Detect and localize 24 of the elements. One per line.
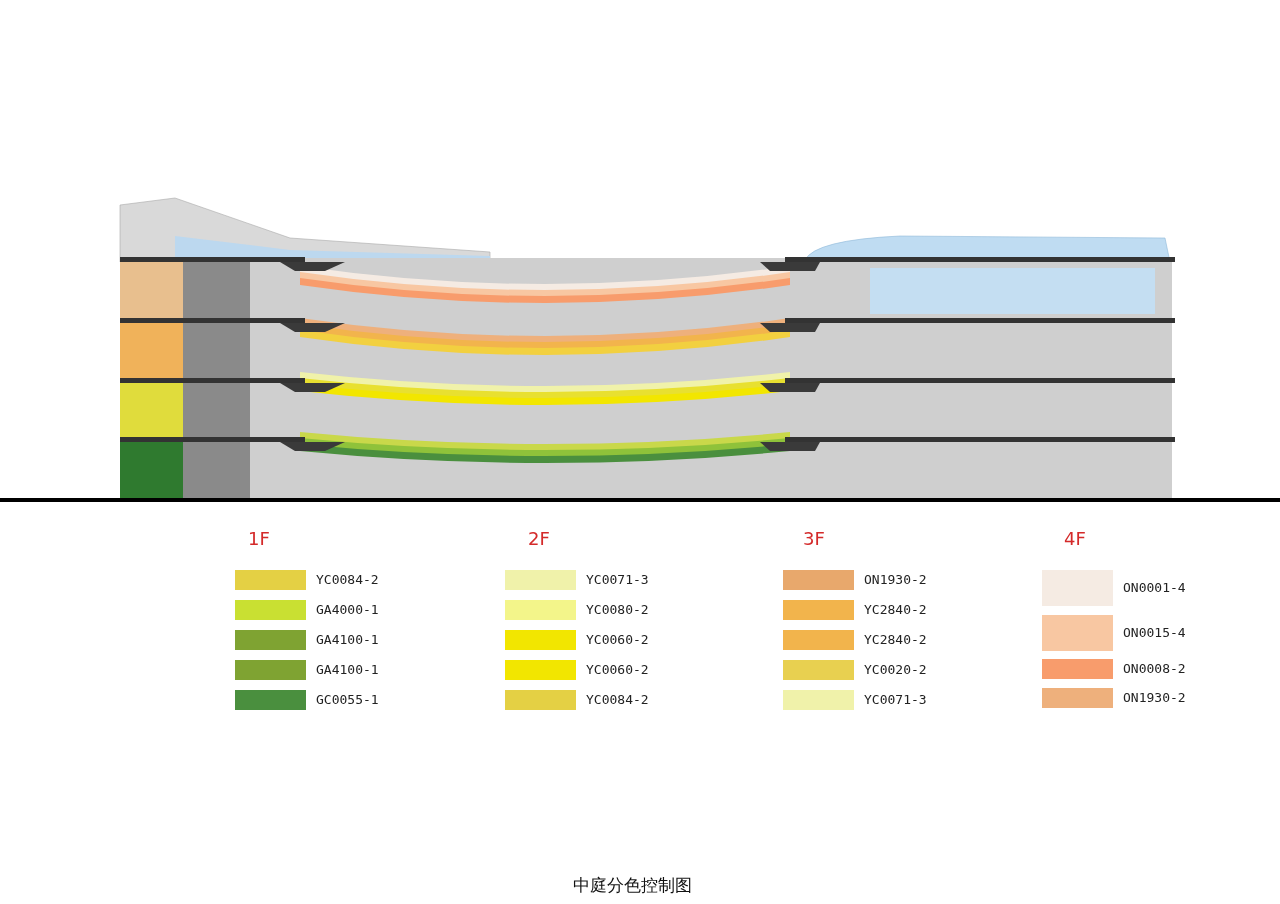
legend-label: YC0084-2 — [586, 692, 649, 707]
legend-label: YC2840-2 — [864, 632, 927, 647]
legend-label: ON1930-2 — [864, 572, 927, 587]
legend-label: GA4100-1 — [316, 662, 379, 677]
legend-label: ON0001-4 — [1123, 580, 1186, 595]
legend-label: YC0060-2 — [586, 662, 649, 677]
legend-label: ON1930-2 — [1123, 690, 1186, 705]
legend-label: YC0071-3 — [864, 692, 927, 707]
legend-label: GC0055-1 — [316, 692, 379, 707]
legend-label: ON0008-2 — [1123, 661, 1186, 676]
legend-label: YC0020-2 — [864, 662, 927, 677]
legend-label: YC0060-2 — [586, 632, 649, 647]
legend-label: YC0080-2 — [586, 602, 649, 617]
floor-heading: 1F — [248, 528, 270, 549]
legend-label: YC2840-2 — [864, 602, 927, 617]
floor-heading: 3F — [803, 528, 825, 549]
legend-label: GA4100-1 — [316, 632, 379, 647]
legend-label: GA4000-1 — [316, 602, 379, 617]
legend-label: YC0071-3 — [586, 572, 649, 587]
caption: 中庭分色控制图 — [573, 874, 692, 897]
floor-heading: 4F — [1064, 528, 1086, 549]
legend-label: ON0015-4 — [1123, 625, 1186, 640]
legend-label: YC0084-2 — [316, 572, 379, 587]
floor-heading: 2F — [528, 528, 550, 549]
